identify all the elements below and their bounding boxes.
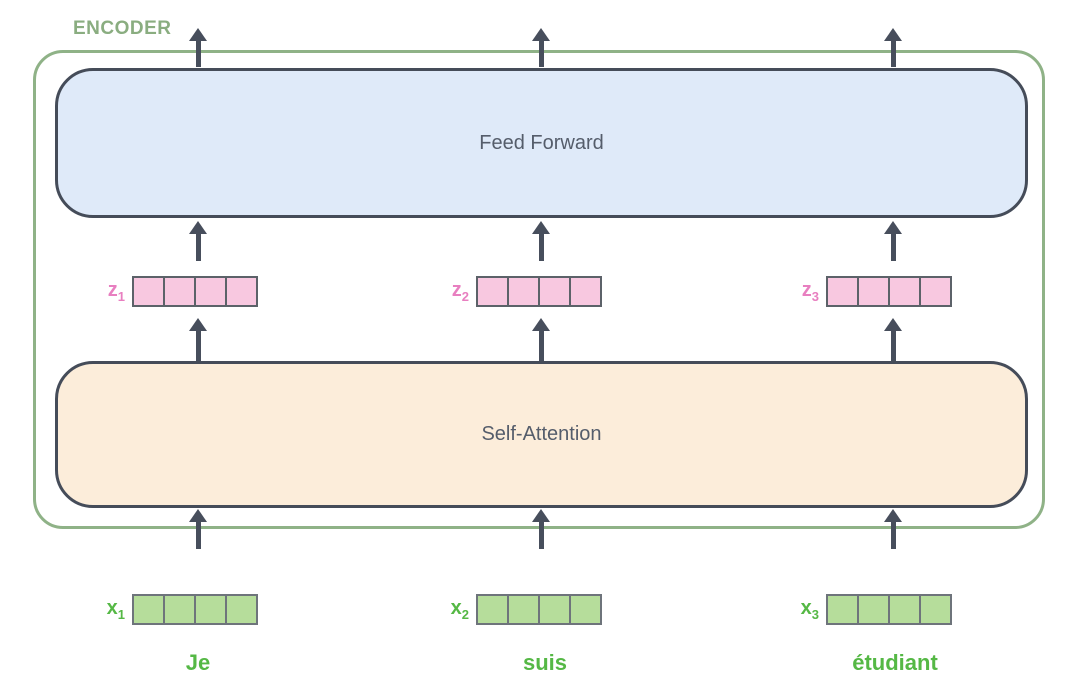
arrow-head	[189, 221, 207, 234]
vector-cell	[225, 594, 258, 625]
up-arrow-icon	[189, 28, 207, 67]
x3-vector: x3	[792, 594, 952, 625]
z2-vector: z2	[442, 276, 602, 307]
arrow-head	[884, 28, 902, 41]
vector-cell	[194, 276, 227, 307]
arrow-head	[884, 509, 902, 522]
feed-forward-label: Feed Forward	[479, 131, 604, 154]
input-token: étudiant	[852, 650, 938, 675]
up-arrow-icon	[532, 509, 550, 549]
x2-vector: x2	[442, 594, 602, 625]
z1-label: z1	[107, 279, 125, 304]
up-arrow-icon	[884, 28, 902, 67]
self-attention-block: Self-Attention	[55, 361, 1028, 508]
vector-cell	[569, 594, 602, 625]
vector-cell	[476, 594, 509, 625]
z2-label: z2	[451, 279, 469, 304]
arrow-shaft	[538, 234, 544, 261]
vector-cell	[507, 594, 540, 625]
vector-cell	[857, 594, 890, 625]
up-arrow-icon	[884, 318, 902, 361]
up-arrow-icon	[189, 509, 207, 549]
x2-cells	[476, 594, 602, 625]
vector-cell	[919, 276, 952, 307]
vector-cell	[194, 594, 227, 625]
arrow-shaft	[890, 234, 896, 261]
vector-cell	[826, 594, 859, 625]
vector-cell	[507, 276, 540, 307]
vector-cell	[538, 594, 571, 625]
arrow-head	[189, 28, 207, 41]
arrow-head	[884, 318, 902, 331]
z3-label: z3	[801, 279, 819, 304]
arrow-head	[532, 28, 550, 41]
up-arrow-icon	[884, 221, 902, 261]
input-token: Je	[185, 650, 211, 675]
vector-cell	[132, 594, 165, 625]
arrow-shaft	[890, 522, 896, 549]
z1-vector: z1	[98, 276, 258, 307]
x1-vector: x1	[98, 594, 258, 625]
arrow-head	[532, 509, 550, 522]
up-arrow-icon	[189, 318, 207, 361]
up-arrow-icon	[189, 221, 207, 261]
vector-cell	[857, 276, 890, 307]
arrow-shaft	[538, 522, 544, 549]
vector-cell	[569, 276, 602, 307]
vector-cell	[163, 276, 196, 307]
arrow-head	[532, 318, 550, 331]
arrow-shaft	[195, 234, 201, 261]
up-arrow-icon	[532, 28, 550, 67]
arrow-shaft	[538, 41, 544, 67]
arrow-shaft	[195, 522, 201, 549]
up-arrow-icon	[884, 509, 902, 549]
vector-cell	[225, 276, 258, 307]
x2-label: x2	[450, 597, 469, 622]
x1-cells	[132, 594, 258, 625]
x3-label: x3	[800, 597, 819, 622]
vector-cell	[476, 276, 509, 307]
arrow-shaft	[538, 331, 544, 361]
arrow-shaft	[890, 331, 896, 361]
up-arrow-icon	[532, 221, 550, 261]
self-attention-label: Self-Attention	[481, 423, 602, 445]
arrow-shaft	[195, 41, 201, 67]
x1-label: x1	[106, 597, 125, 622]
z1-cells	[132, 276, 258, 307]
vector-cell	[538, 276, 571, 307]
input-token: suis	[522, 650, 568, 675]
z3-vector: z3	[792, 276, 952, 307]
vector-cell	[132, 276, 165, 307]
arrow-shaft	[890, 41, 896, 67]
vector-cell	[888, 276, 921, 307]
arrow-head	[189, 318, 207, 331]
vector-cell	[163, 594, 196, 625]
arrow-head	[884, 221, 902, 234]
z2-cells	[476, 276, 602, 307]
encoder-label: ENCODER	[73, 18, 172, 39]
up-arrow-icon	[532, 318, 550, 361]
z3-cells	[826, 276, 952, 307]
feed-forward-block: Feed Forward	[55, 68, 1028, 218]
arrow-head	[532, 221, 550, 234]
vector-cell	[919, 594, 952, 625]
arrow-shaft	[195, 331, 201, 361]
arrow-head	[189, 509, 207, 522]
vector-cell	[888, 594, 921, 625]
vector-cell	[826, 276, 859, 307]
x3-cells	[826, 594, 952, 625]
